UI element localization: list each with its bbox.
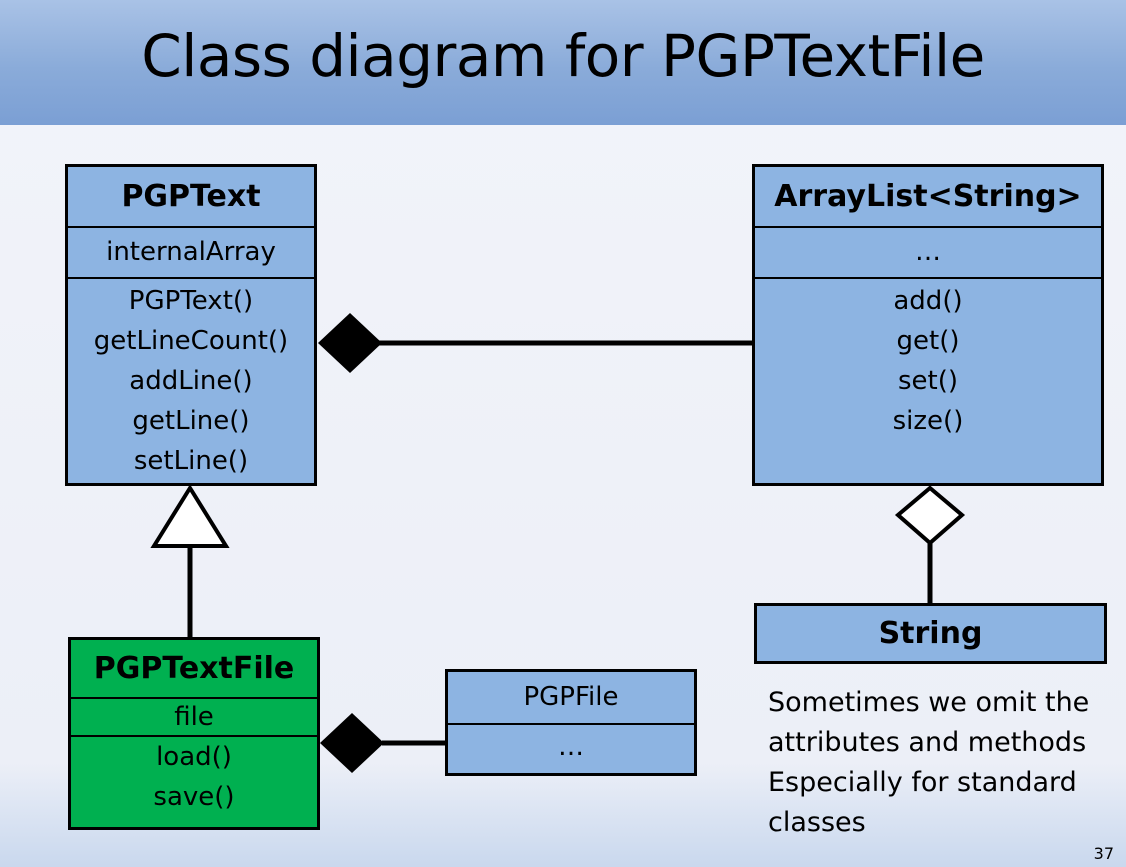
attribute: file (174, 702, 214, 732)
method: setLine() (133, 446, 249, 476)
composition-diamond-pgptext (318, 313, 382, 373)
method: load() (156, 742, 232, 772)
title-bar: Class diagram for PGPTextFile (0, 0, 1126, 125)
slide-title: Class diagram for PGPTextFile (141, 22, 985, 90)
class-string: String (754, 603, 1107, 664)
note-line: attributes and methods (768, 727, 1087, 758)
note-text: Sometimes we omit the attributes and met… (768, 683, 1108, 843)
attribute: … (558, 732, 584, 762)
attribute: … (915, 237, 941, 267)
page-number: 37 (1093, 844, 1114, 863)
class-name: PGPTextFile (71, 640, 317, 699)
composition-diamond-pgptextfile (320, 713, 384, 773)
methods-section: add() get() set() size() (755, 279, 1101, 441)
method: getLine() (132, 406, 250, 436)
class-name: String (878, 616, 983, 651)
class-pgptextfile: PGPTextFile file load() save() (68, 637, 320, 830)
class-pgptext: PGPText internalArray PGPText() getLineC… (65, 164, 317, 486)
class-pgpfile: PGPFile … (445, 669, 697, 776)
method: get() (896, 326, 960, 356)
method: save() (153, 782, 235, 812)
method: getLineCount() (93, 326, 289, 356)
attributes-section: … (755, 228, 1101, 279)
method: addLine() (129, 366, 253, 396)
note-line: Especially for standard (768, 767, 1077, 798)
note-line: Sometimes we omit the (768, 687, 1090, 718)
method: size() (892, 406, 964, 436)
aggregation-diamond-arraylist (894, 485, 966, 546)
class-name: ArrayList<String> (755, 167, 1101, 228)
attribute: internalArray (106, 237, 276, 267)
class-name: PGPText (68, 167, 314, 228)
attributes-section: … (448, 725, 694, 769)
method: PGPText() (128, 286, 254, 316)
attributes-section: file (71, 699, 317, 737)
class-name: PGPFile (448, 672, 694, 725)
methods-section: PGPText() getLineCount() addLine() getLi… (68, 279, 314, 481)
method: add() (893, 286, 963, 316)
method: set() (897, 366, 959, 396)
methods-section: load() save() (71, 737, 317, 817)
inheritance-triangle (150, 484, 230, 548)
note-line: classes (768, 807, 866, 838)
attributes-section: internalArray (68, 228, 314, 279)
class-arraylist: ArrayList<String> … add() get() set() si… (752, 164, 1104, 486)
